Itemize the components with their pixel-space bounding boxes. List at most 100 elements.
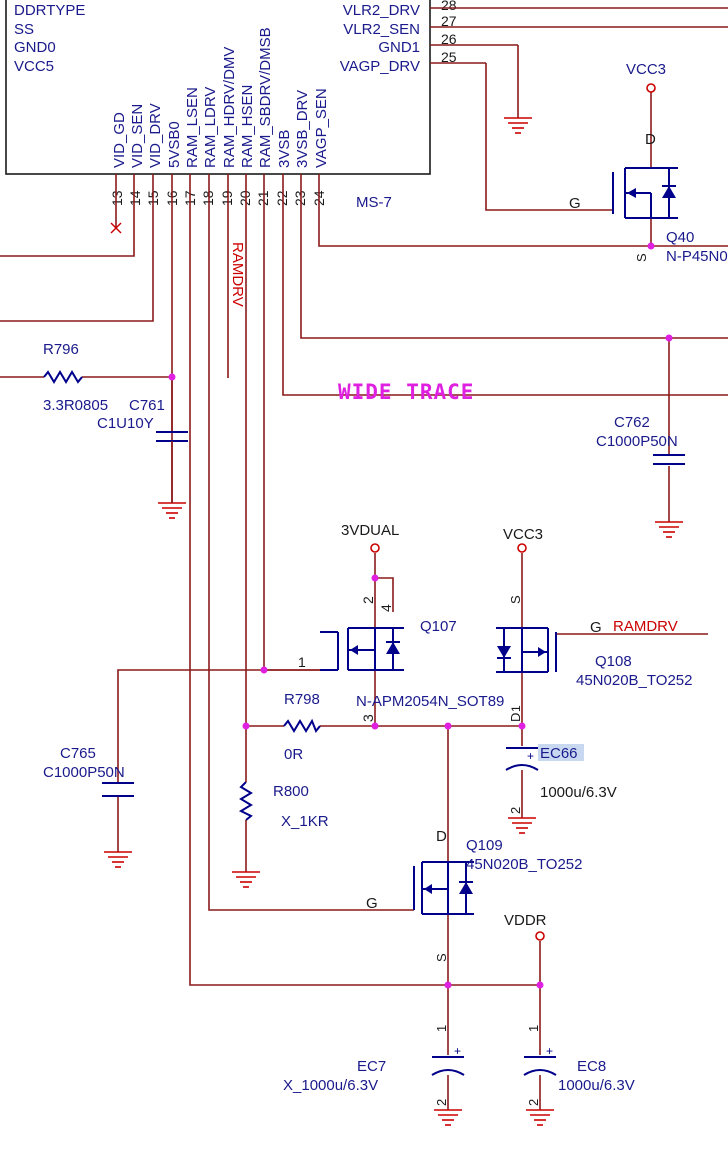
- ec66-highlight: [538, 744, 584, 761]
- q108-s-label: S: [508, 595, 523, 604]
- q109-g-label: G: [366, 895, 378, 912]
- ec8-capacitor: [523, 1056, 557, 1076]
- ic-ref: MS-7: [356, 194, 392, 211]
- ic-bottom-pin-num-10: 23: [292, 190, 308, 206]
- ic-right-pin-num-3: 25: [441, 49, 457, 65]
- ic-bottom-pin-num-1: 14: [127, 190, 143, 206]
- ic-left-pin-2: GND0: [14, 39, 56, 56]
- vddr-label: VDDR: [504, 912, 547, 929]
- q107-pin4: 4: [378, 604, 394, 612]
- ramdrv-q108-label: RAMDRV: [613, 618, 678, 635]
- r796-ref: R796: [43, 341, 79, 358]
- q108-g-label: G: [590, 619, 602, 636]
- ic-right-pin-name-0: VLR2_DRV: [343, 2, 420, 19]
- ic-right-pin-num-2: 26: [441, 31, 457, 47]
- q108-pin1: 1: [509, 705, 523, 712]
- ic-bottom-pin-name-7: RAM_HSEN: [239, 85, 256, 168]
- junctions: [168, 242, 673, 989]
- ec66-capacitor: [505, 747, 539, 771]
- ic-left-pin-3: VCC5: [14, 58, 54, 75]
- ic-right-pin-name-3: VAGP_DRV: [340, 58, 420, 75]
- ic-bottom-pin-num-0: 13: [109, 190, 125, 206]
- ec66-pin2: 2: [508, 807, 523, 814]
- ec7-capacitor: [431, 1056, 465, 1076]
- q108-value: 45N020B_TO252: [576, 672, 692, 689]
- r798-ref: R798: [284, 691, 320, 708]
- ic-left-pin-0: DDRTYPE: [14, 2, 85, 19]
- ic-bottom-pin-name-2: VID_DRV: [147, 103, 164, 168]
- ec7-value: X_1000u/6.3V: [283, 1077, 378, 1094]
- ic-bottom-pin-name-11: VAGP_SEN: [313, 88, 330, 168]
- ic-bottom-pin-name-9: 3VSB: [276, 130, 293, 168]
- q108-ref: Q108: [595, 653, 632, 670]
- q40-s-label: S: [634, 253, 649, 262]
- ec7-plus: +: [454, 1044, 461, 1058]
- c765-capacitor: [102, 782, 134, 797]
- dual3v-port: [370, 543, 380, 553]
- ic-bottom-pin-num-5: 18: [200, 190, 216, 206]
- ic-bottom-pin-name-8: RAM_SBDRV/DMSB: [257, 27, 274, 168]
- c761-value: C1U10Y: [97, 415, 154, 432]
- q107-pin1: 1: [298, 654, 306, 670]
- ic-bottom-pin-name-1: VID_SEN: [129, 104, 146, 168]
- ic-bottom-pin-name-5: RAM_LDRV: [202, 87, 219, 168]
- c765-ref: C765: [60, 745, 96, 762]
- ic-right-pin-name-2: GND1: [378, 39, 420, 56]
- q40-d-label: D: [645, 131, 656, 148]
- ic-bottom-pin-names: VID_GD VID_SEN VID_DRV 5VSB0 RAM_LSEN RA…: [111, 27, 330, 168]
- ic-bottom-pin-name-3: 5VSB0: [166, 121, 183, 168]
- ic-left-pin-1: SS: [14, 21, 34, 38]
- ramdrv-vertical-label: RAMDRV: [229, 242, 246, 307]
- ec8-ref: EC8: [577, 1058, 606, 1075]
- q109-ref: Q109: [466, 837, 503, 854]
- c765-value: C1000P50N: [43, 764, 125, 781]
- vcc3-mid-port: [517, 543, 527, 553]
- c761-ref: C761: [129, 397, 165, 414]
- ec8-pin1: 1: [526, 1025, 541, 1032]
- ic-bottom-pin-name-6: RAM_HDRV/DMV: [221, 47, 238, 168]
- ec7-pin2: 2: [434, 1099, 449, 1106]
- q109-d-label: D: [436, 828, 447, 845]
- r798-value: 0R: [284, 746, 303, 763]
- c762-ref: C762: [614, 414, 650, 431]
- ic-body: [5, 0, 431, 175]
- ic-right-pin-num-0: 28: [441, 0, 457, 13]
- q107-mosfet: [320, 627, 404, 671]
- wide-trace-label: WIDE TRACE: [338, 380, 474, 404]
- q40-value: N-P45N0: [666, 248, 728, 265]
- ic-bottom-pin-num-8: 21: [255, 190, 271, 206]
- dual3v-label: 3VDUAL: [341, 522, 399, 539]
- ec7-pin1: 1: [434, 1025, 449, 1032]
- q40-g-label: G: [569, 195, 581, 212]
- vddr-port: [535, 931, 545, 941]
- q108-d-label: D: [508, 713, 523, 722]
- r796-value: 3.3R0805: [43, 397, 108, 414]
- ec7-ref: EC7: [357, 1058, 386, 1075]
- r800-value: X_1KR: [281, 813, 329, 830]
- q107-pin3: 3: [360, 714, 376, 722]
- q107-pin2: 2: [360, 596, 376, 604]
- q40-mosfet: [612, 167, 678, 219]
- ec8-plus: +: [546, 1044, 553, 1058]
- ec66-value: 1000u/6.3V: [540, 784, 617, 801]
- ec8-value: 1000u/6.3V: [558, 1077, 635, 1094]
- r800-ref: R800: [273, 783, 309, 800]
- ic-bottom-pin-num-6: 19: [219, 190, 235, 206]
- q107-value: N-APM2054N_SOT89: [356, 693, 504, 710]
- q109-mosfet: [413, 861, 474, 915]
- ic-bottom-pin-numbers: 13 14 15 16 17 18 19 20 21 22 23 24: [109, 190, 327, 206]
- ic-bottom-pin-name-10: 3VSB_DRV: [294, 90, 311, 168]
- c762-value: C1000P50N: [596, 433, 678, 450]
- q109-s-label: S: [434, 953, 449, 962]
- vcc3-mid-label: VCC3: [503, 526, 543, 543]
- q108-mosfet: [496, 627, 557, 673]
- ic-right-pin-name-1: VLR2_SEN: [343, 21, 420, 38]
- ec66-plus: +: [527, 749, 534, 763]
- r798-resistor: [283, 718, 321, 733]
- ec66-ref: EC66: [540, 745, 578, 762]
- ic-bottom-pin-num-7: 20: [237, 190, 253, 206]
- ic-bottom-pin-name-0: VID_GD: [111, 112, 128, 168]
- r800-resistor: [238, 781, 253, 821]
- q40-ref: Q40: [666, 229, 694, 246]
